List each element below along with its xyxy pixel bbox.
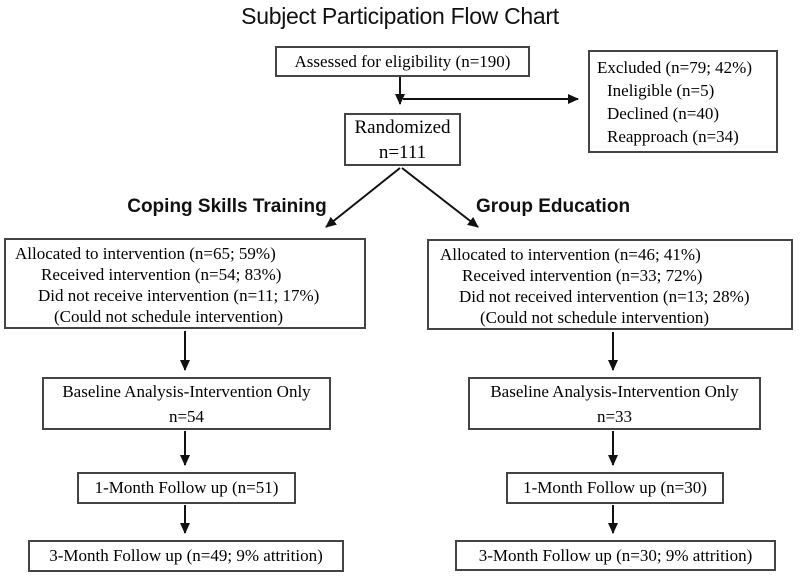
baseline-line: Baseline Analysis-Intervention Only <box>62 381 311 401</box>
one-month-followup-box-group: 1-Month Follow up (n=30) <box>506 472 724 504</box>
arrow-randomized-to-group <box>401 167 479 228</box>
allocated-line: Did not received intervention (n=13; 28%… <box>459 287 750 306</box>
allocated-line: (Could not schedule intervention) <box>54 307 283 326</box>
allocated-line: (Could not schedule intervention) <box>480 308 709 327</box>
allocated-line: Received intervention (n=33; 72%) <box>462 266 703 285</box>
allocated-line: Allocated to intervention (n=46; 41%) <box>440 245 701 264</box>
excluded-line: Reapproach (n=34) <box>607 127 739 146</box>
assessed-text: Assessed for eligibility (n=190) <box>294 51 511 71</box>
allocated-line: Did not receive intervention (n=11; 17%) <box>38 286 320 305</box>
baseline-box-coping: Baseline Analysis-Intervention Only n=54 <box>42 377 331 430</box>
three-month-followup-box-coping: 3-Month Follow up (n=49; 9% attrition) <box>28 540 344 572</box>
arrow-randomized-to-coping <box>325 167 401 228</box>
chart-title: Subject Participation Flow Chart <box>241 3 559 29</box>
randomized-count: n=111 <box>378 141 427 163</box>
followup-text: 1-Month Follow up (n=51) <box>94 478 279 497</box>
arm-label-coping-skills-training: Coping Skills Training <box>127 196 327 217</box>
randomized-box: Randomized n=111 <box>344 113 461 166</box>
baseline-line: Baseline Analysis-Intervention Only <box>490 381 739 401</box>
allocated-line: Allocated to intervention (n=65; 59%) <box>15 244 276 263</box>
allocated-line: Received intervention (n=54; 83%) <box>41 265 282 284</box>
allocated-box-group: Allocated to intervention (n=46; 41%) Re… <box>427 239 793 330</box>
baseline-count: n=54 <box>168 406 205 426</box>
excluded-box: Excluded (n=79; 42%) Ineligible (n=5) De… <box>588 50 778 153</box>
assessed-box: Assessed for eligibility (n=190) <box>275 46 530 77</box>
baseline-count: n=33 <box>596 406 633 426</box>
excluded-line: Ineligible (n=5) <box>607 81 715 100</box>
followup-text: 1-Month Follow up (n=30) <box>523 478 707 497</box>
three-month-followup-box-group: 3-Month Follow up (n=30; 9% attrition) <box>455 540 776 571</box>
excluded-line: Excluded (n=79; 42%) <box>597 58 752 77</box>
arm-label-group-education: Group Education <box>475 196 631 217</box>
baseline-box-group: Baseline Analysis-Intervention Only n=33 <box>468 377 761 430</box>
excluded-line: Declined (n=40) <box>607 104 720 123</box>
followup-text: 3-Month Follow up (n=49; 9% attrition) <box>49 546 323 565</box>
followup-text: 3-Month Follow up (n=30; 9% attrition) <box>478 545 753 565</box>
allocated-box-coping: Allocated to intervention (n=65; 59%) Re… <box>4 238 366 329</box>
one-month-followup-box-coping: 1-Month Follow up (n=51) <box>77 472 296 504</box>
randomized-line: Randomized <box>354 116 451 138</box>
